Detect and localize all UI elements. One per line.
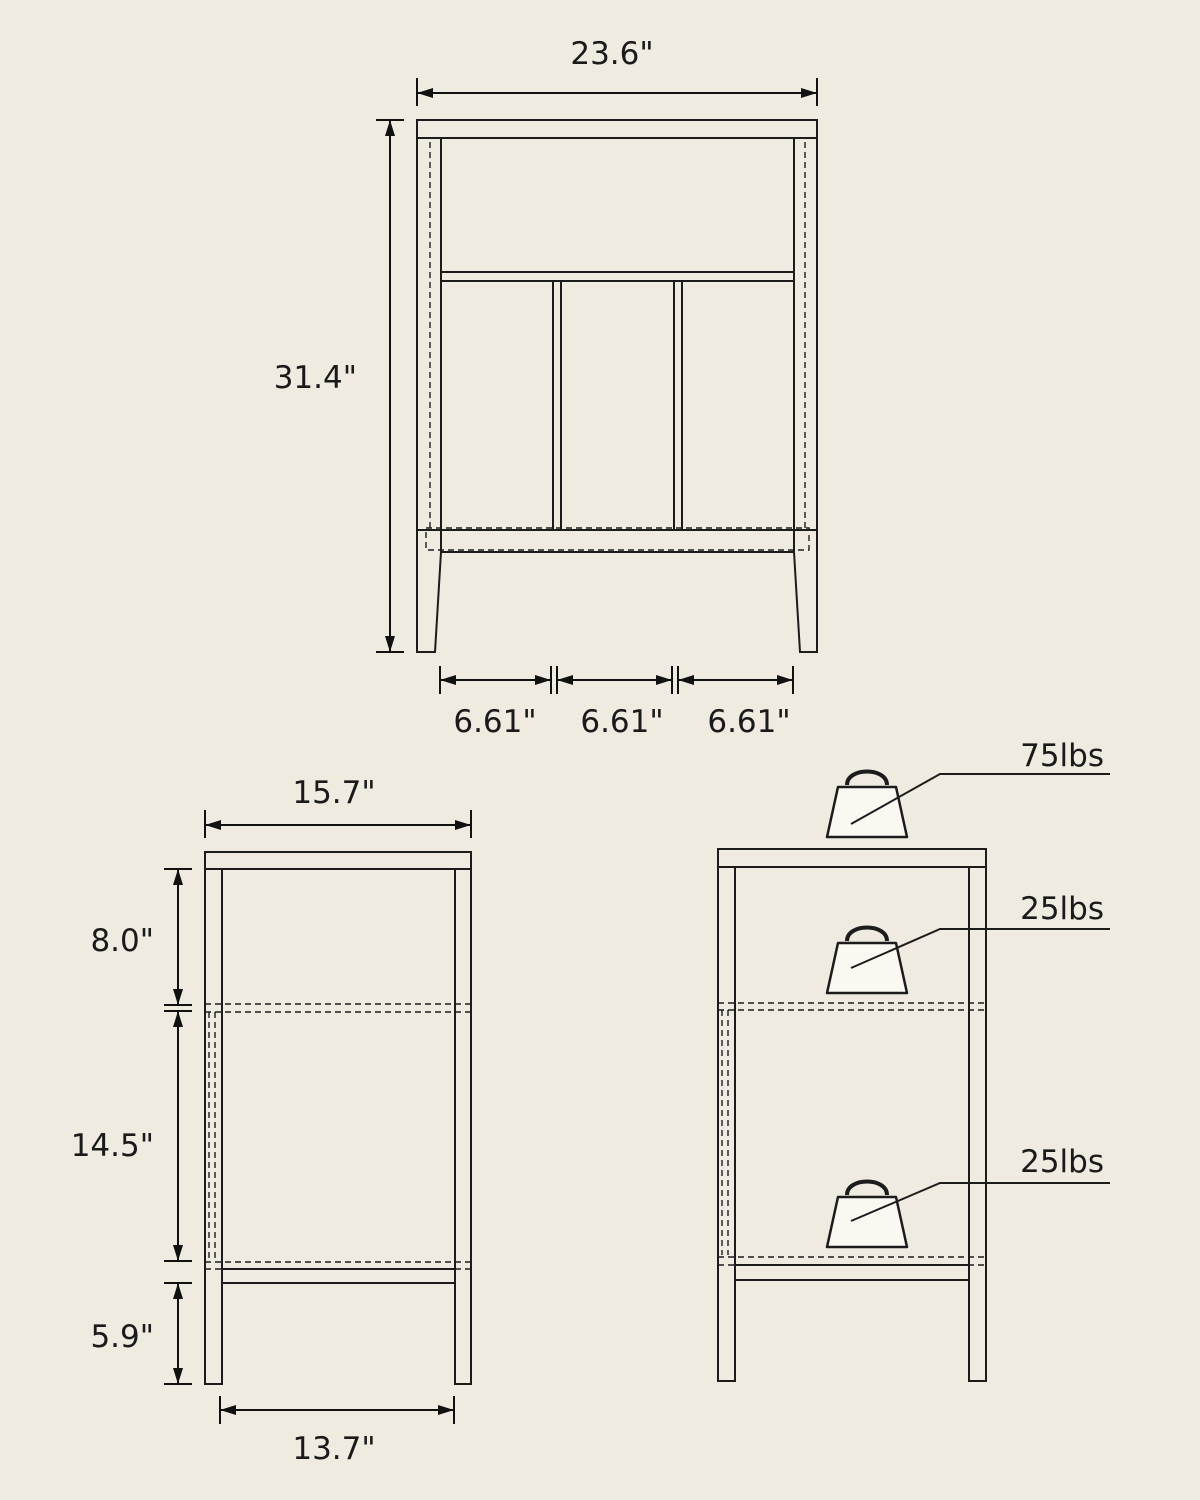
side-bottom-depth-label: 13.7" — [292, 1431, 375, 1467]
side-height-top-label: 8.0" — [90, 923, 154, 959]
side-height-dimensions: 8.0" 14.5" 5.9" — [71, 868, 192, 1385]
front-height-label: 31.4" — [274, 360, 357, 396]
side-view: 15.7" 8.0" 14.5" 5.9" — [71, 775, 472, 1467]
side-bottom-depth-dimension: 13.7" — [219, 1396, 455, 1467]
load-middle: 25lbs — [825, 891, 1110, 995]
load-cabinet-outline — [717, 848, 987, 1382]
side-top-depth-label: 15.7" — [292, 775, 375, 811]
side-height-middle-label: 14.5" — [71, 1128, 154, 1164]
load-bottom: 25lbs — [825, 1144, 1110, 1249]
load-top: 75lbs — [825, 738, 1110, 839]
front-width-dimension: 23.6" — [416, 36, 818, 106]
load-middle-label: 25lbs — [1020, 891, 1104, 927]
compartment-middle-label: 6.61" — [580, 704, 663, 740]
front-view: 23.6" 31.4" 6.61" 6. — [274, 36, 818, 740]
side-top-depth-dimension: 15.7" — [204, 775, 472, 838]
compartment-dimensions: 6.61" 6.61" 6.61" — [439, 666, 794, 740]
load-bottom-label: 25lbs — [1020, 1144, 1104, 1180]
weight-icon — [825, 769, 909, 839]
compartment-left-label: 6.61" — [453, 704, 536, 740]
side-cabinet-outline — [204, 851, 472, 1385]
front-cabinet-outline — [416, 119, 818, 653]
front-width-label: 23.6" — [570, 36, 653, 72]
load-view: 75lbs 25lbs 25lbs — [717, 738, 1110, 1382]
load-top-label: 75lbs — [1020, 738, 1104, 774]
side-height-bottom-label: 5.9" — [90, 1319, 154, 1355]
compartment-right-label: 6.61" — [707, 704, 790, 740]
front-height-dimension: 31.4" — [274, 119, 404, 653]
